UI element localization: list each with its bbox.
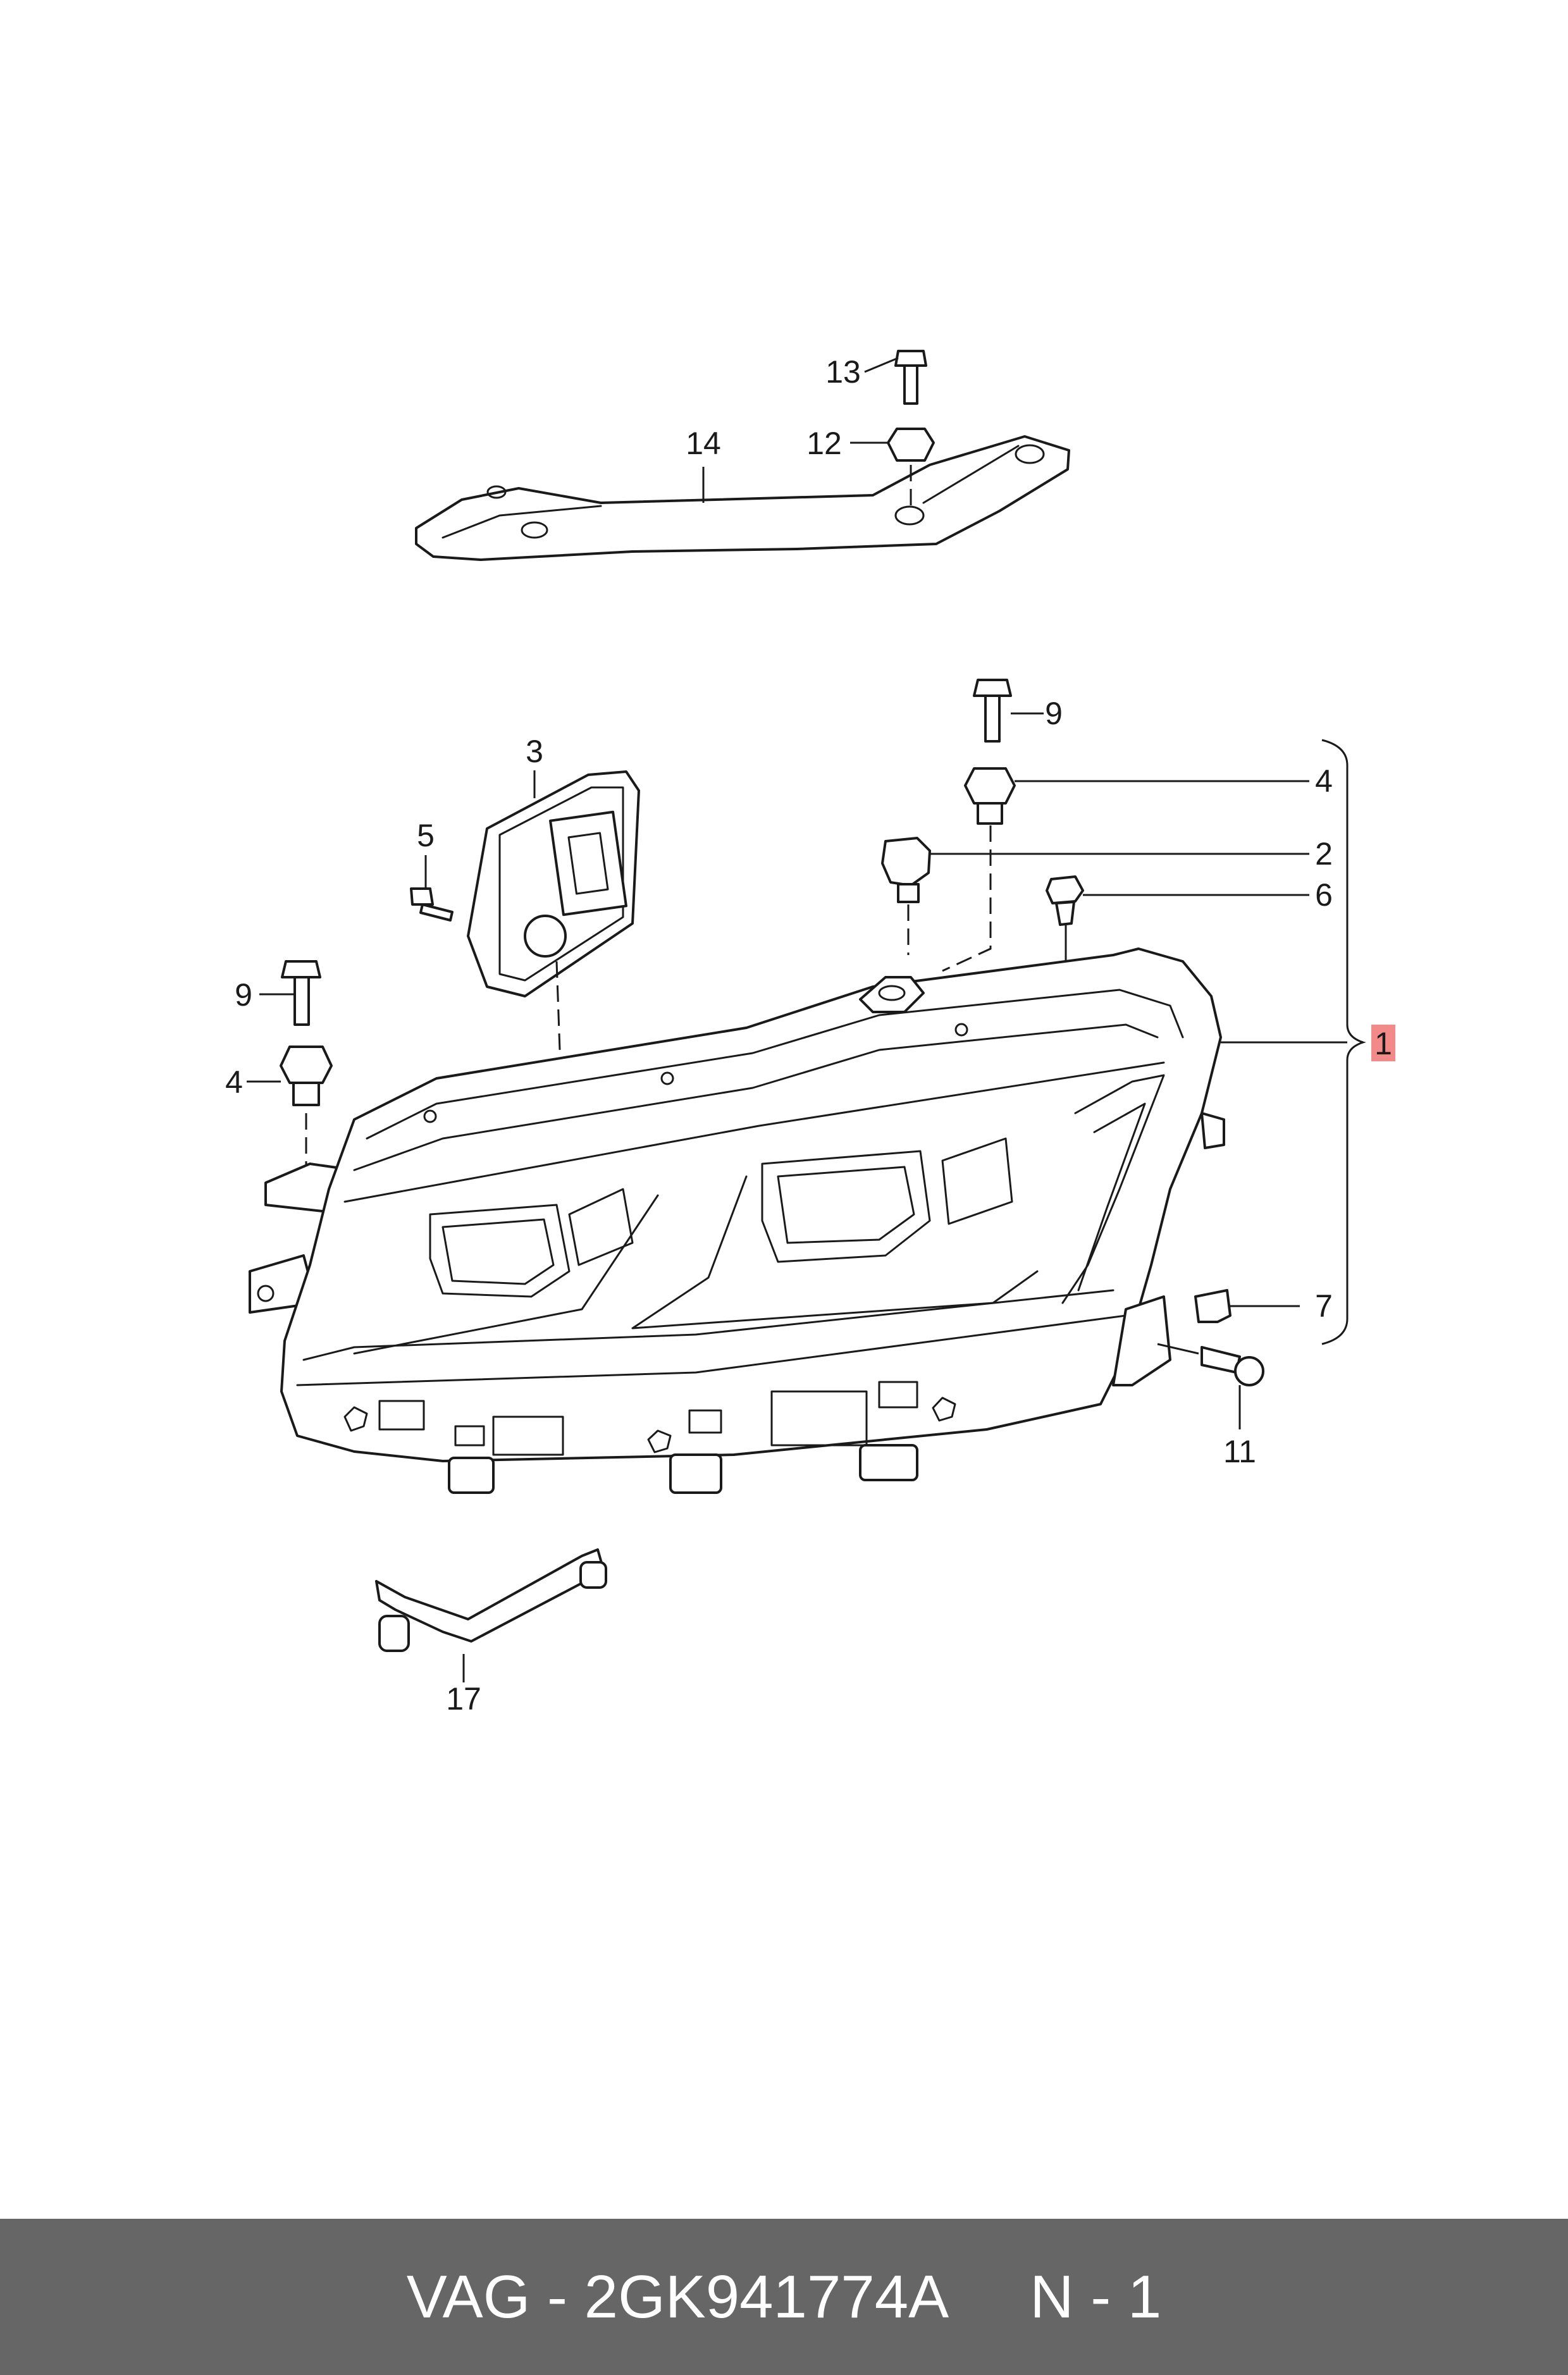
nut-part <box>887 428 935 462</box>
callout-13[interactable]: 13 <box>825 354 861 390</box>
callout-2[interactable]: 2 <box>1315 836 1333 872</box>
plug-part <box>1046 875 1084 926</box>
fitting-part <box>964 767 1016 825</box>
highlight-marker <box>1371 1025 1395 1061</box>
clip-part <box>1194 1289 1232 1323</box>
callout-4-left[interactable]: 4 <box>225 1064 243 1100</box>
adjuster-part <box>881 837 931 903</box>
callout-14[interactable]: 14 <box>686 426 721 461</box>
assembly-line <box>942 825 992 972</box>
callout-9-right[interactable]: 9 <box>1045 696 1063 731</box>
bolt-part <box>894 350 927 405</box>
callout-4-right[interactable]: 4 <box>1315 763 1333 799</box>
bolt-part <box>281 960 321 1026</box>
callout-7[interactable]: 7 <box>1315 1288 1333 1324</box>
headlight-assembly-part <box>249 947 1225 1494</box>
callout-5[interactable]: 5 <box>417 818 435 853</box>
leader-lines <box>247 357 1366 1682</box>
mounting-bracket-part <box>415 435 1070 561</box>
parts-diagram: 1 2 3 4 4 5 6 7 9 9 11 12 13 14 17 <box>225 350 1395 1717</box>
assembly-line <box>555 961 561 1051</box>
callout-17[interactable]: 17 <box>446 1681 481 1717</box>
footer-part-number: VAG - 2GK941774A N - 1 <box>406 2262 1162 2331</box>
callout-6[interactable]: 6 <box>1315 877 1333 913</box>
bolt-part <box>973 679 1012 743</box>
footer-bar: VAG - 2GK941774A N - 1 <box>0 2219 1568 2375</box>
callout-1[interactable]: 1 <box>1374 1026 1392 1061</box>
fitting-part <box>280 1046 333 1106</box>
screw-part <box>1201 1346 1264 1386</box>
callout-12[interactable]: 12 <box>806 426 842 461</box>
assembly-line <box>1157 1343 1199 1355</box>
callout-3[interactable]: 3 <box>526 734 543 769</box>
callout-9-left[interactable]: 9 <box>235 977 252 1013</box>
control-unit-part <box>467 770 640 997</box>
callout-11[interactable]: 11 <box>1223 1434 1256 1469</box>
screw-part <box>410 887 454 922</box>
vent-hose-part <box>375 1548 607 1652</box>
